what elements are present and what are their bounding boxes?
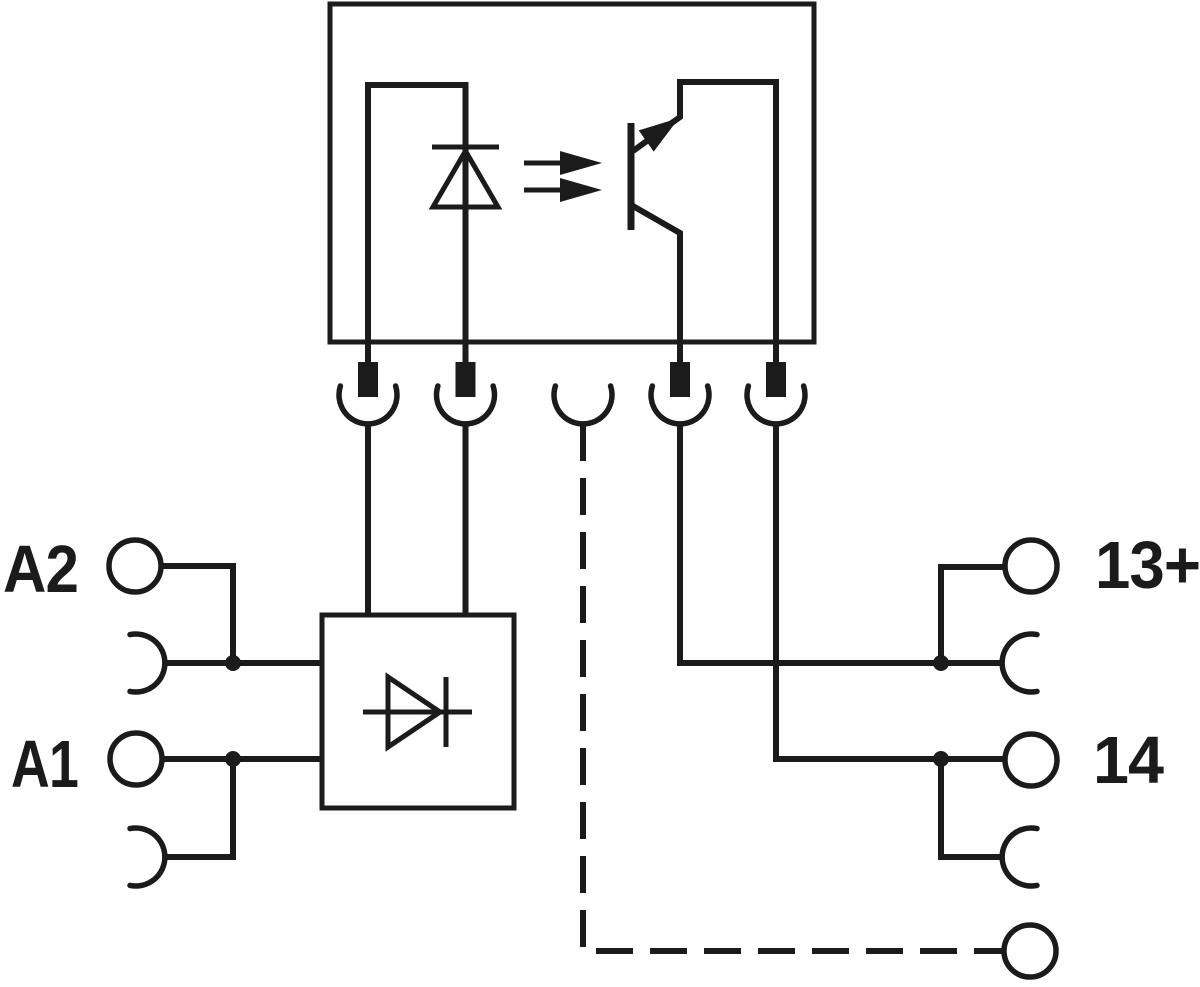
led-branch [365, 82, 503, 363]
wire-a1-node-to-clamp [164, 759, 236, 860]
contact-clamp-dashed-link [551, 383, 615, 427]
protection-diode-icon [363, 672, 472, 752]
light-arrows-icon [524, 151, 602, 202]
terminal-14-group: 14 [773, 423, 1165, 889]
terminal-circle-13 [1002, 537, 1060, 595]
terminal-13-group: 13+ [677, 423, 1200, 695]
contact-pin [358, 362, 378, 397]
optocoupler-outline [327, 1, 817, 345]
transistor-collector-wire [631, 79, 779, 363]
wire-contact5-to-14 [773, 423, 1005, 762]
terminal-circle-14 [1002, 731, 1060, 789]
terminal-label-14: 14 [1093, 723, 1164, 798]
led-icon [428, 144, 503, 210]
socket-clamp-14 [999, 825, 1040, 889]
protection-box-outline [319, 612, 517, 811]
led-triangle [428, 146, 503, 210]
plug-contact-row [336, 362, 808, 427]
socket-clamp-a2 [127, 631, 168, 695]
terminal-a2-group: A2 [3, 532, 322, 695]
transistor-emitter-wire [631, 203, 683, 363]
auxiliary-link-group [580, 424, 1059, 980]
wire-node-to-14-clamp [938, 759, 1003, 860]
phototransistor-icon [627, 79, 779, 363]
transistor-arrow [638, 118, 679, 152]
junction-dot [225, 655, 241, 671]
terminal-label-a1: A1 [11, 727, 78, 802]
light-arrow-head-bottom [560, 178, 602, 202]
terminal-label-a2: A2 [3, 532, 78, 607]
led-branch-wire [365, 82, 469, 363]
junction-dot [933, 655, 949, 671]
socket-clamp-13 [999, 631, 1040, 695]
diode-triangle [385, 672, 445, 752]
contact-pin [455, 362, 476, 397]
optocoupler-box [327, 1, 817, 345]
terminal-label-13: 13+ [1095, 528, 1200, 603]
light-arrow-head-top [560, 151, 602, 175]
wire-node-to-13-circle [938, 564, 1005, 663]
terminal-a1-group: A1 [11, 727, 322, 889]
contact-pin [670, 362, 690, 397]
terminal-circle-aux [1001, 922, 1059, 980]
input-protection-box [319, 423, 517, 811]
socket-clamp-a1 [127, 825, 168, 889]
wire-contact4-to-13 [677, 423, 1003, 666]
contact-pin [766, 362, 786, 397]
terminal-circle-a2 [106, 537, 164, 595]
terminal-circle-a1 [107, 730, 165, 788]
dashed-aux-wire [580, 424, 1003, 954]
junction-dot [225, 751, 241, 767]
junction-dot [933, 751, 949, 767]
wire-a2-to-node [160, 563, 236, 663]
